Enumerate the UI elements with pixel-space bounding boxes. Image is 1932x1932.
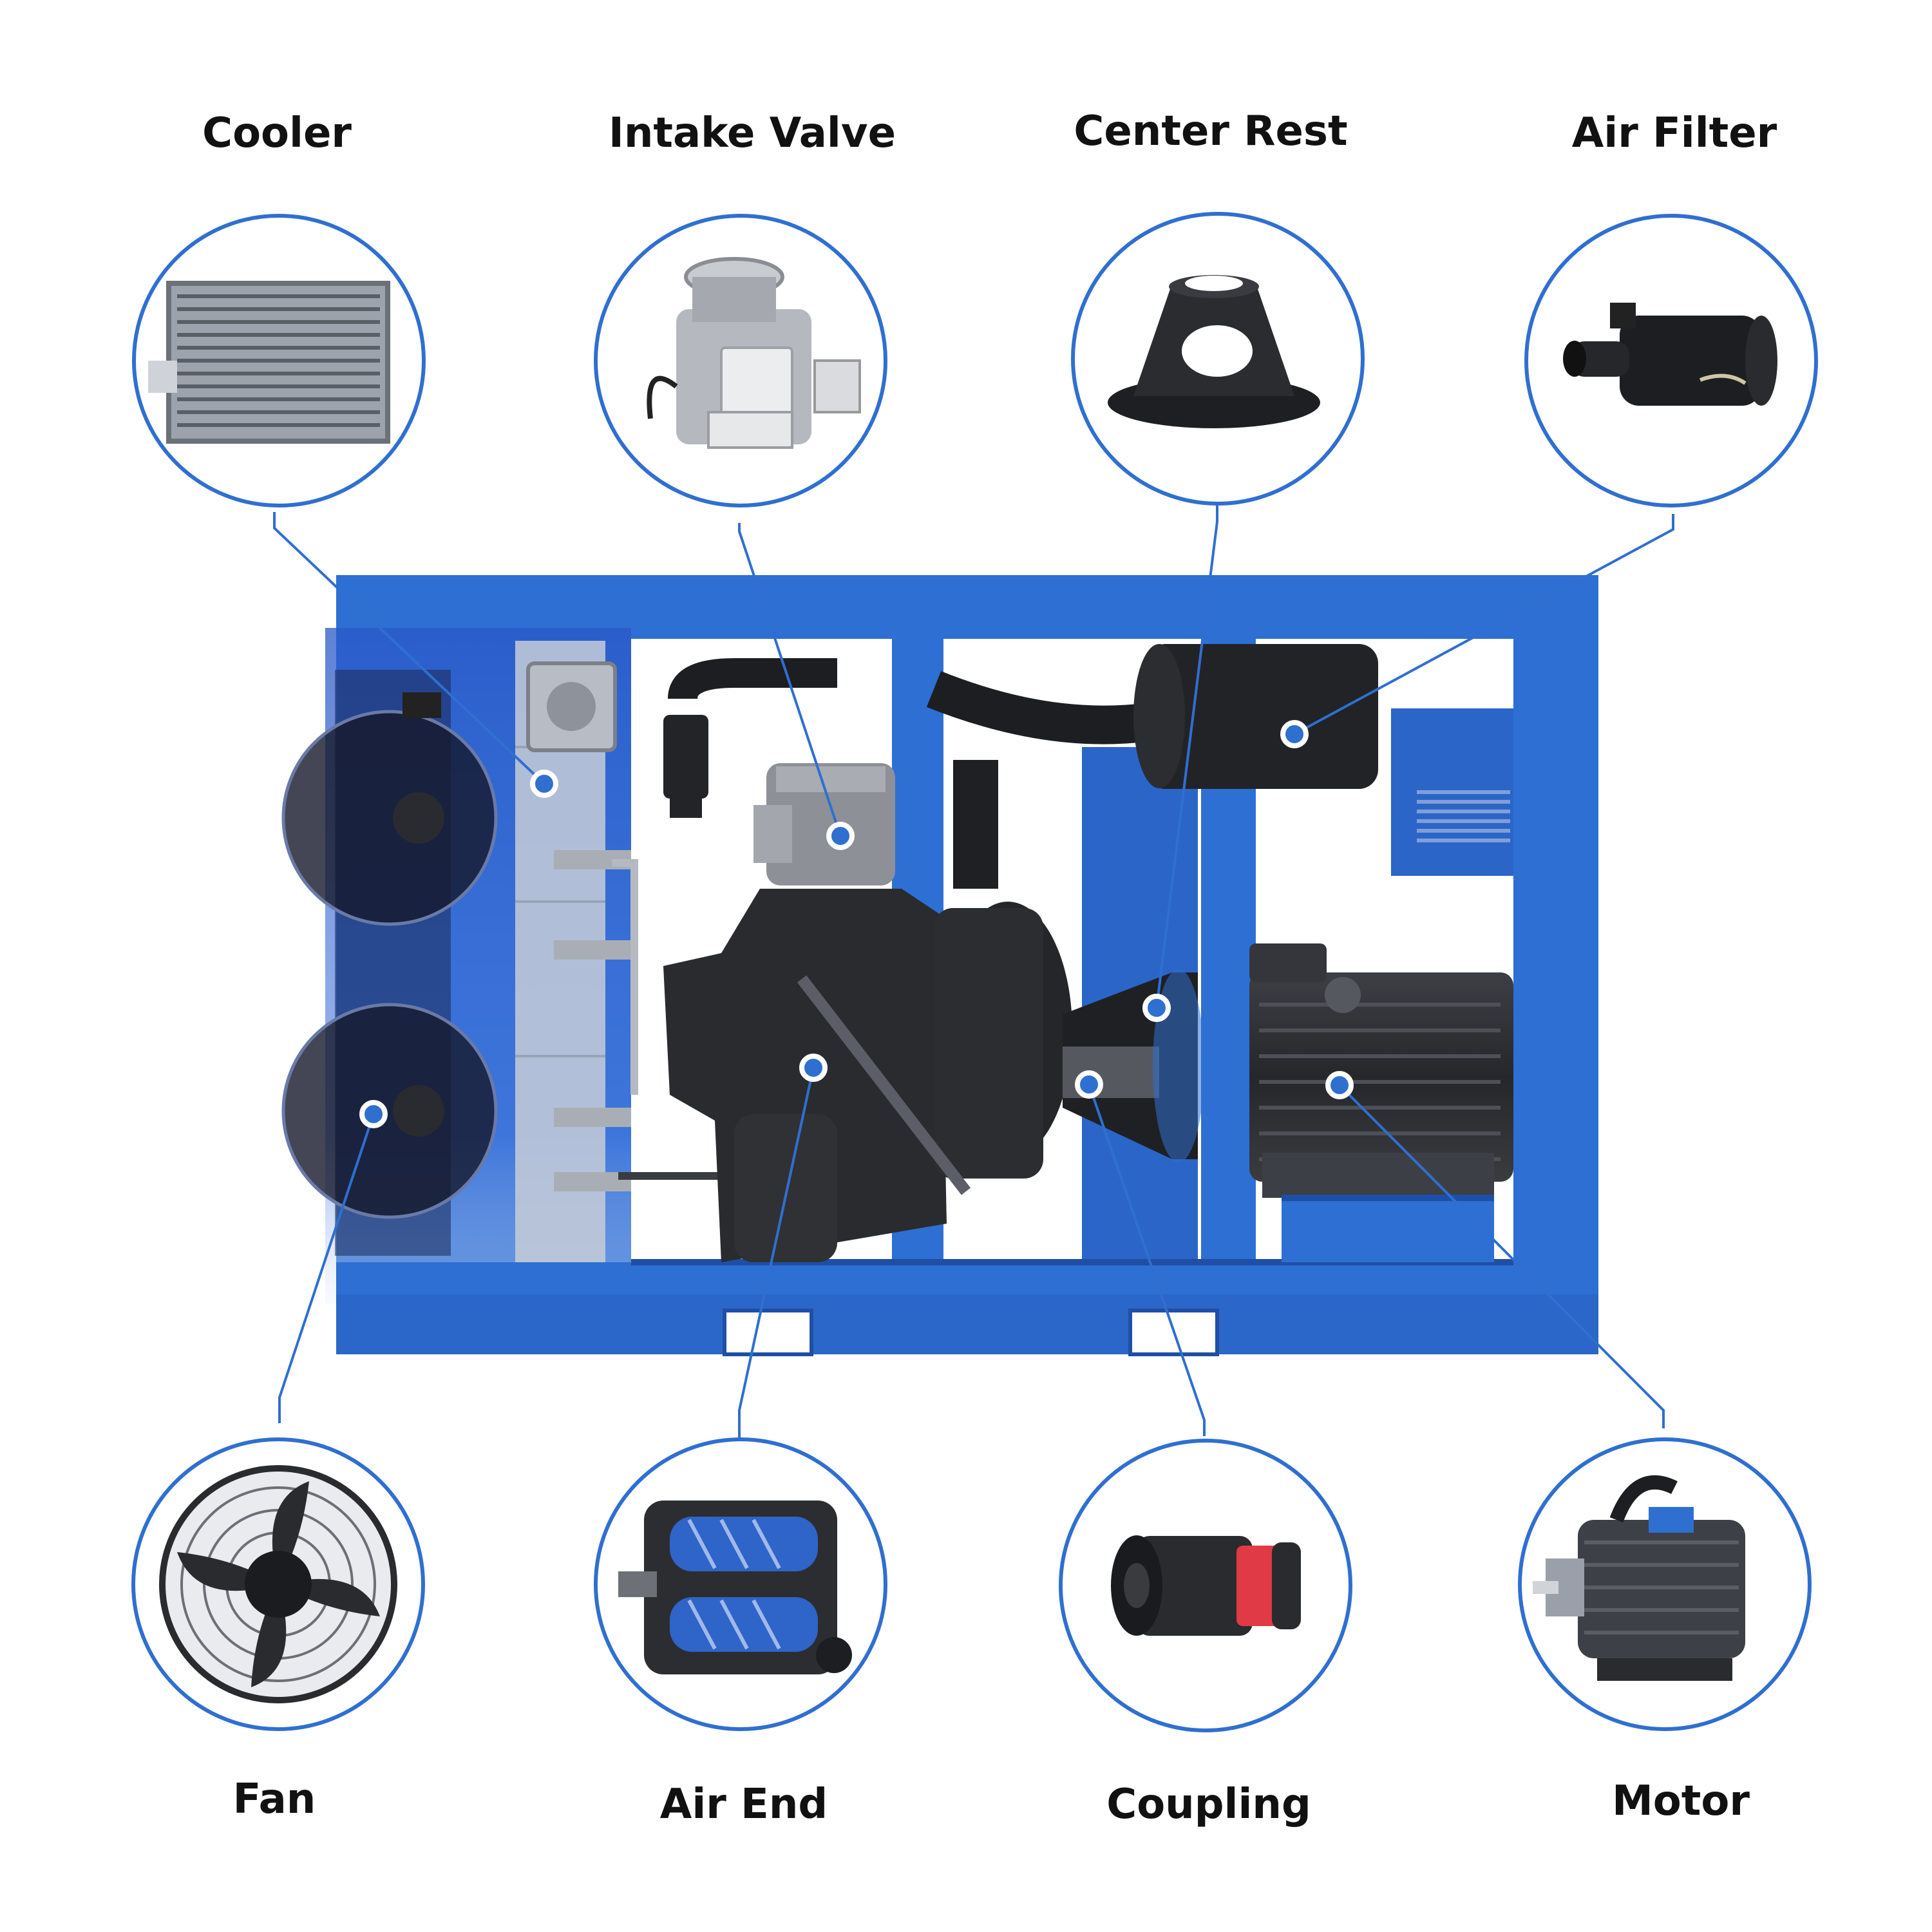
motor-icon — [1533, 1475, 1745, 1681]
center-rest-icon — [1108, 275, 1320, 428]
fan-icon — [159, 1465, 397, 1703]
air-filter-label: Air Filter — [1571, 109, 1777, 157]
center-rest-callout — [1071, 212, 1365, 506]
cooler-label: Cooler — [202, 109, 352, 157]
leader-lines — [273, 504, 1674, 1437]
air-end-label: Air End — [659, 1781, 828, 1828]
coupling-icon — [1111, 1535, 1301, 1636]
fan-units — [281, 670, 498, 1256]
motor-unit — [1249, 943, 1513, 1262]
marker-dots — [359, 720, 1354, 1128]
air-end-icon — [618, 1501, 852, 1674]
coupling-callout — [1059, 1439, 1352, 1732]
air-filter-icon — [1563, 303, 1777, 406]
intake-valve-icon — [647, 257, 861, 449]
fan-label: Fan — [232, 1776, 316, 1823]
air-end-callout — [594, 1437, 887, 1731]
cooler-callout — [132, 214, 426, 507]
compressor-machine — [281, 575, 1598, 1356]
air-filter-callout — [1524, 214, 1818, 507]
coupling-label: Coupling — [1106, 1781, 1311, 1828]
intake-valve-label: Intake Valve — [609, 109, 896, 157]
intake-valve-callout — [594, 214, 887, 507]
center-rest-label: Center Rest — [1074, 108, 1348, 155]
motor-callout — [1518, 1437, 1812, 1731]
motor-label: Motor — [1612, 1777, 1750, 1825]
cooler-icon — [148, 281, 390, 444]
fan-callout — [131, 1437, 425, 1731]
